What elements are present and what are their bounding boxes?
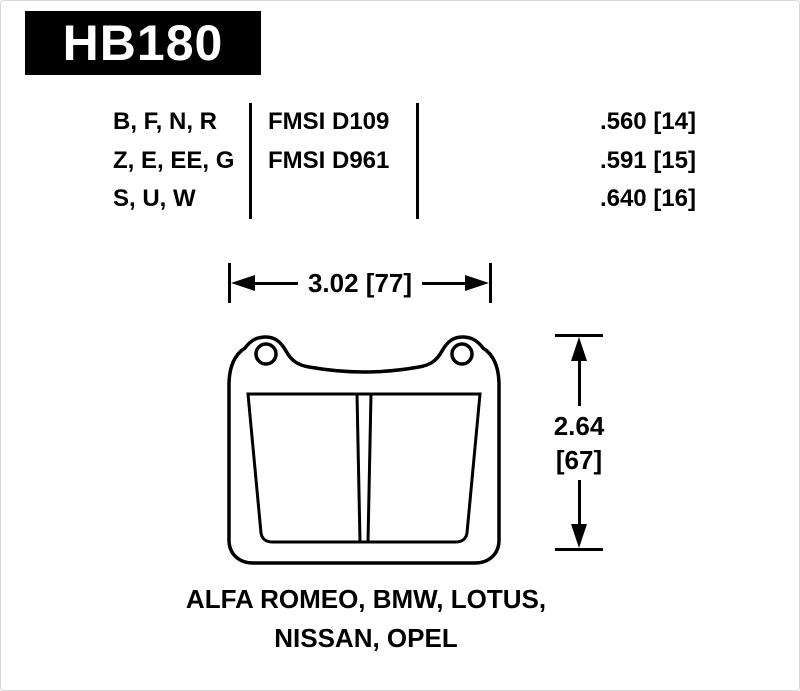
thickness-column: .560 [14] .591 [15] .640 [16] [600,103,696,219]
dimension-extension-line [555,548,603,551]
dimension-line [255,281,298,285]
height-dimension: 2.64 [67] [547,334,611,551]
application-line-1: ALFA ROMEO, BMW, LOTUS, [185,584,547,614]
brake-pad-drawing [226,335,502,567]
width-dimension: 3.02 [77] [228,263,493,303]
application-line-2: NISSAN, OPEL [274,623,458,653]
part-number-box: HB180 [25,11,261,75]
applications-text: ALFA ROMEO, BMW, LOTUS, NISSAN, OPEL [1,580,731,658]
thickness-row: .591 [15] [599,146,696,174]
part-number: HB180 [62,15,224,71]
height-dimension-label: 2.64 [67] [554,406,605,480]
fmsi-column: FMSI D109 FMSI D961 [252,103,416,219]
width-dimension-label: 3.02 [77] [307,267,413,298]
dimension-line [422,281,466,285]
arrow-right-icon [465,275,490,291]
height-dimension-inches: 2.64 [553,410,605,441]
height-dimension-mm: [67] [555,444,603,475]
dimension-line [577,479,581,524]
table-divider [416,103,419,219]
dimension-line [577,361,581,406]
spec-table: B, F, N, R Z, E, EE, G S, U, W FMSI D109… [113,103,696,219]
dimension-extension-line [489,263,493,303]
dimension-extension-line [228,263,231,303]
dimension-extension-line [555,334,603,337]
thickness-row: .560 [14] [599,108,696,135]
arrow-down-icon [571,524,587,548]
thickness-row: .640 [16] [599,185,696,213]
arrow-up-icon [571,337,587,361]
compound-codes-row: S, U, W [113,185,196,213]
table-divider [249,103,252,219]
fmsi-row: FMSI D961 [268,146,390,174]
compound-codes-column: B, F, N, R Z, E, EE, G S, U, W [113,103,249,219]
compound-codes-row: Z, E, EE, G [113,146,235,174]
fmsi-row: FMSI D109 [268,108,390,135]
compound-codes-row: B, F, N, R [113,108,218,135]
arrow-left-icon [231,275,255,291]
